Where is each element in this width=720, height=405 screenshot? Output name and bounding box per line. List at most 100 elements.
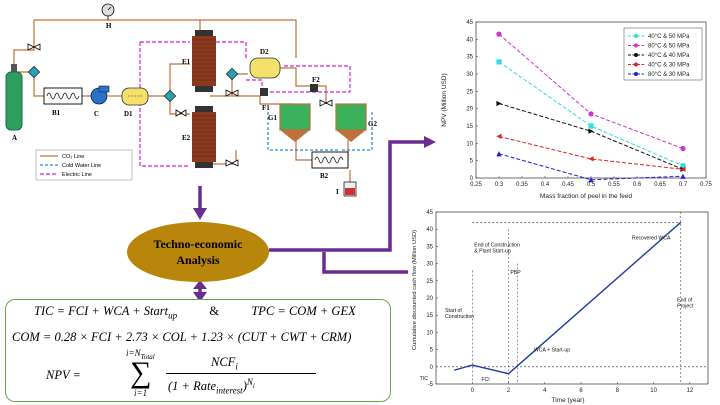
process-diagram: A B1 C D1 E1 E2 D2 F1 F2 G1 G2 B2 H I CO… — [5, 3, 377, 197]
cf-annotation: PBP — [510, 270, 521, 276]
npv-x-tick: 0.6 — [633, 182, 642, 188]
cf-annotation: Recovered WCA — [632, 236, 671, 242]
label-g1: G1 — [268, 114, 277, 122]
npv-x-tick: 0.45 — [562, 182, 574, 188]
npv-data-point — [588, 123, 594, 129]
label-a: A — [12, 134, 17, 142]
npv-data-point — [588, 156, 594, 162]
npv-legend-entry: 40°C & 40 MPa — [648, 53, 690, 59]
equation-tic-tpc: TIC = FCI + WCA + Startup & TPC = COM + … — [34, 304, 356, 321]
npv-y-tick: 15 — [466, 124, 473, 130]
label-f1: F1 — [262, 104, 270, 112]
cf-x-tick: 4 — [543, 388, 547, 394]
npv-x-tick: 0.7 — [679, 182, 688, 188]
techno-economic-analysis-node: Techno-economic Analysis — [127, 222, 269, 282]
label-b1: B1 — [52, 109, 61, 117]
extractor-e2 — [192, 106, 216, 168]
npv-data-point — [588, 177, 594, 183]
npv-x-tick: 0.35 — [516, 182, 528, 188]
npv-y-tick: 0 — [470, 176, 474, 182]
npv-data-point — [496, 133, 502, 139]
npv-series-line — [498, 135, 684, 170]
legend-co2: CO₂ Line — [62, 154, 84, 160]
npv-series-line — [498, 61, 684, 167]
npv-data-point — [588, 111, 594, 117]
npv-data-point — [496, 59, 502, 65]
cf-y-tick: 15 — [426, 313, 433, 319]
eq-frac-num: NCFi — [211, 355, 238, 372]
cylinder-a — [5, 64, 23, 131]
npv-x-tick: 0.5 — [587, 182, 596, 188]
npv-legend-entry: 40°C & 30 MPa — [648, 63, 690, 69]
label-g2: G2 — [368, 120, 377, 128]
cf-y-tick: 25 — [426, 279, 433, 285]
eq-tic-sub: up — [168, 310, 178, 321]
npv-x-tick: 0.75 — [700, 182, 712, 188]
sum-symbol: ∑ — [130, 356, 152, 389]
label-d2: D2 — [260, 48, 269, 56]
label-d1: D1 — [124, 110, 133, 118]
npv-legend-entry: 80°C & 50 MPa — [648, 44, 690, 50]
label-h: H — [106, 22, 112, 30]
regulators — [260, 84, 318, 96]
cf-y-tick: 5 — [430, 348, 434, 354]
npv-data-point — [496, 31, 502, 37]
heat-exchanger-b1 — [43, 87, 83, 105]
label-e2: E2 — [182, 134, 191, 142]
cf-y-tick: 45 — [426, 210, 433, 216]
separator-g2 — [335, 103, 367, 142]
cf-x-tick: 0 — [471, 388, 475, 394]
npv-data-point — [680, 163, 686, 169]
npv-data-point — [496, 151, 502, 157]
npv-x-axis-label: Mass fraction of peel in the feed — [540, 193, 633, 200]
cf-y-tick: 0 — [430, 365, 434, 371]
npv-x-tick: 0.65 — [654, 182, 666, 188]
eq-npv-lhs: NPV = — [46, 368, 81, 382]
npv-legend-entry: 40°C & 50 MPa — [648, 34, 690, 40]
valves — [27, 43, 333, 167]
npv-x-tick: 0.4 — [541, 182, 550, 188]
cf-y-tick: 30 — [426, 262, 433, 268]
npv-y-tick: 20 — [466, 107, 473, 113]
npv-data-point — [680, 166, 686, 172]
cash-flow-chart: Time (year) Cumulative discounted cash f… — [408, 200, 720, 405]
cf-y-tick: 35 — [426, 244, 433, 250]
process-legend: CO₂ Line Cold Water Line Electric Line — [35, 149, 133, 181]
label-e1: E1 — [182, 58, 191, 66]
preheater-d1 — [121, 87, 149, 106]
cf-x-tick: 8 — [616, 388, 620, 394]
fraction-bar — [166, 373, 316, 374]
npv-x-tick: 0.55 — [608, 182, 620, 188]
cf-y-axis-label: Cumulative discounted cash flow (Million… — [412, 230, 418, 350]
npv-series-line — [498, 153, 684, 181]
npv-x-tick: 0.25 — [470, 182, 482, 188]
cf-y-tick: 20 — [426, 296, 433, 302]
separator-g1 — [279, 103, 311, 142]
npv-y-tick: 5 — [470, 159, 474, 165]
cf-y-tick: -5 — [428, 382, 434, 388]
eq-frac-den: (1 + Rateinterest)Ni — [168, 377, 255, 396]
collector-i — [343, 181, 357, 197]
cf-x-tick: 2 — [507, 388, 511, 394]
npv-y-tick: 25 — [466, 89, 473, 95]
legend-electric: Electric Line — [62, 172, 92, 178]
heat-exchanger-b2 — [311, 151, 349, 169]
npv-chart: Mass fraction of peel in the feed NPV (M… — [436, 0, 720, 200]
label-c: C — [94, 110, 99, 118]
cf-annotation: WCA + Start-up — [534, 347, 570, 353]
cf-x-tick: 10 — [650, 388, 657, 394]
npv-data-point — [680, 145, 686, 152]
cf-annotation: End of Construction& Plant Start-up — [474, 242, 520, 254]
tea-title-line1: Techno-economic — [153, 237, 243, 251]
label-b2: B2 — [320, 172, 329, 180]
electric-lines — [139, 41, 351, 167]
eq-sum-bottom: i=1 — [134, 388, 148, 398]
extractor-e1 — [192, 30, 216, 92]
heater-d2 — [249, 57, 281, 79]
npv-data-point — [680, 173, 686, 179]
legend-water: Cold Water Line — [62, 163, 101, 169]
npv-y-axis-label: NPV (Million USD) — [441, 73, 448, 126]
label-i: I — [336, 188, 339, 196]
npv-data-point — [496, 100, 502, 107]
